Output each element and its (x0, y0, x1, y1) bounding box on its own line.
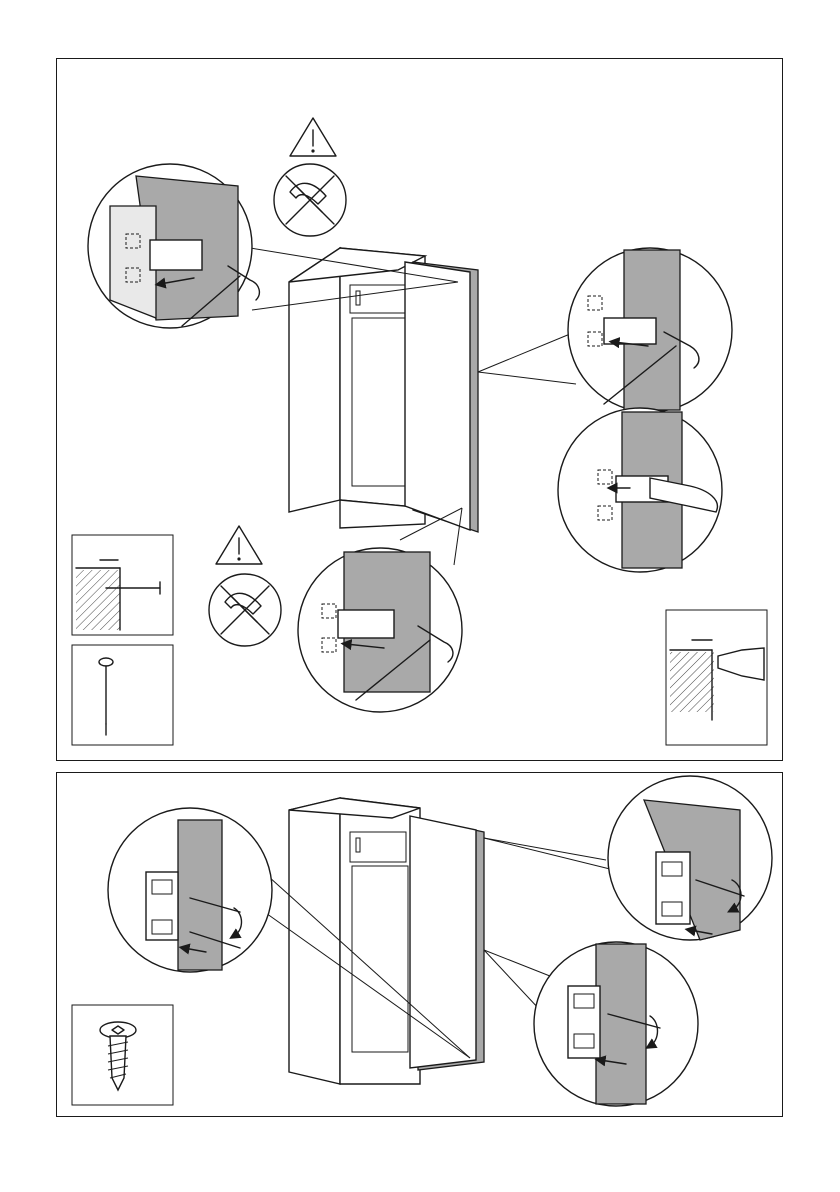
fridge-door-top (405, 262, 478, 532)
inset-nail-depth (72, 535, 173, 635)
detail-hinge-drill-right (558, 408, 722, 572)
no-drill-icon (274, 164, 346, 236)
warning-triangle-icon (290, 118, 336, 156)
detail-hinge-hammer-right (568, 248, 732, 412)
step-panel-bracket-screwing (56, 772, 783, 1117)
inset-drill-depth (666, 610, 767, 745)
detail-hinge-hammer-top-left (88, 164, 259, 328)
warning-triangle-icon (216, 526, 262, 564)
no-drill-icon (209, 574, 281, 646)
inset-nail-icon (72, 645, 173, 745)
detail-hinge-hammer-bottom (298, 548, 462, 712)
